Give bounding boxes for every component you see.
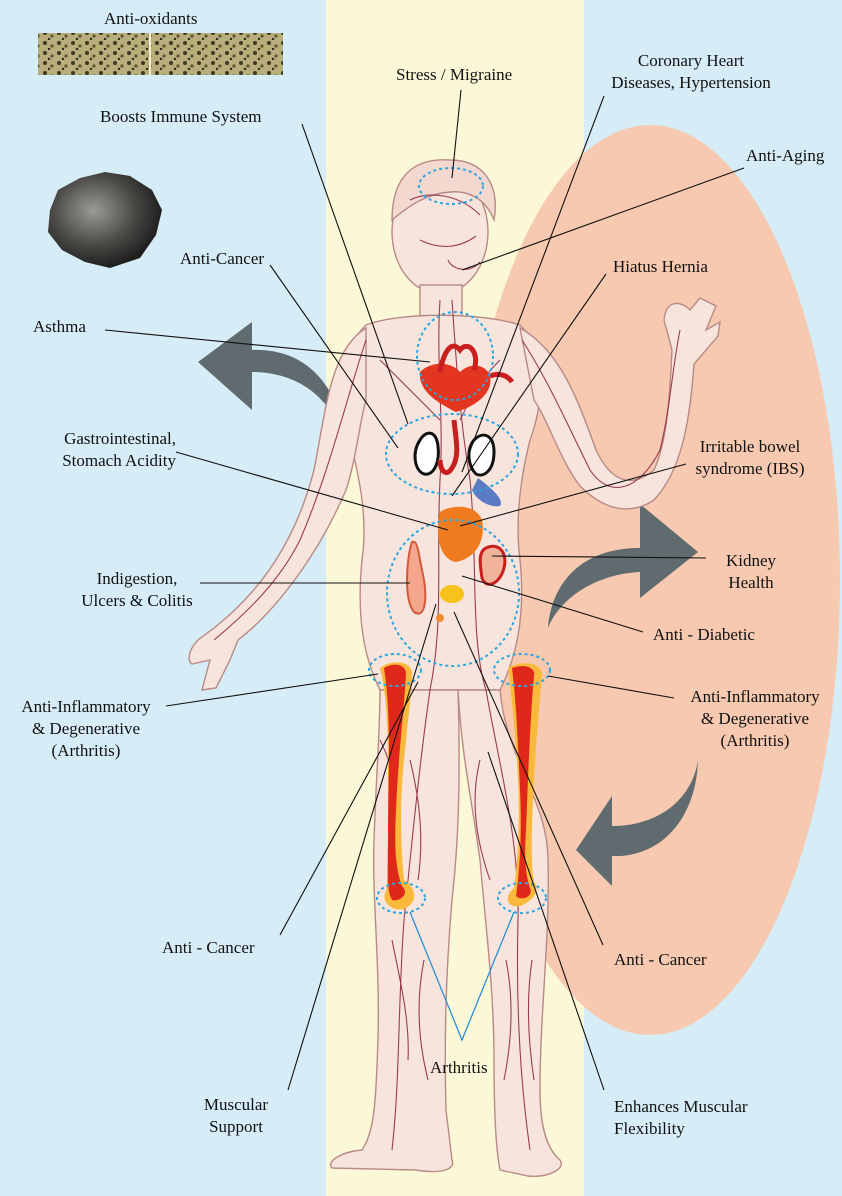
label-anti-cancer-left: Anti - Cancer xyxy=(162,937,255,959)
label-anti-cancer-right: Anti - Cancer xyxy=(614,949,707,971)
label-muscular-flexibility: Enhances Muscular Flexibility xyxy=(614,1096,748,1140)
label-boosts-immune: Boosts Immune System xyxy=(100,106,262,128)
label-anti-aging: Anti-Aging xyxy=(746,145,824,167)
label-ibs: Irritable bowel syndrome (IBS) xyxy=(684,436,816,480)
label-muscular-support: Muscular Support xyxy=(186,1094,286,1138)
label-anti-oxidants: Anti-oxidants xyxy=(104,8,198,30)
label-arthritis: Arthritis xyxy=(430,1057,488,1079)
label-anti-diabetic: Anti - Diabetic xyxy=(653,624,755,646)
label-asthma: Asthma xyxy=(33,316,86,338)
label-kidney-health: Kidney Health xyxy=(716,550,786,594)
label-indigestion: Indigestion, Ulcers & Colitis xyxy=(62,568,212,612)
leaf-powder-image xyxy=(38,33,283,75)
pancreas-organ xyxy=(440,585,464,603)
label-hiatus-hernia: Hiatus Hernia xyxy=(613,256,708,278)
label-stress-migraine: Stress / Migraine xyxy=(396,64,512,86)
label-anti-inflammatory-right: Anti-Inflammatory & Degenerative (Arthri… xyxy=(674,686,836,752)
label-coronary: Coronary Heart Diseases, Hypertension xyxy=(596,50,786,94)
label-anti-inflammatory-left: Anti-Inflammatory & Degenerative (Arthri… xyxy=(6,696,166,762)
label-anti-cancer-top: Anti-Cancer xyxy=(180,248,264,270)
label-gastro: Gastrointestinal, Stomach Acidity xyxy=(16,428,176,472)
